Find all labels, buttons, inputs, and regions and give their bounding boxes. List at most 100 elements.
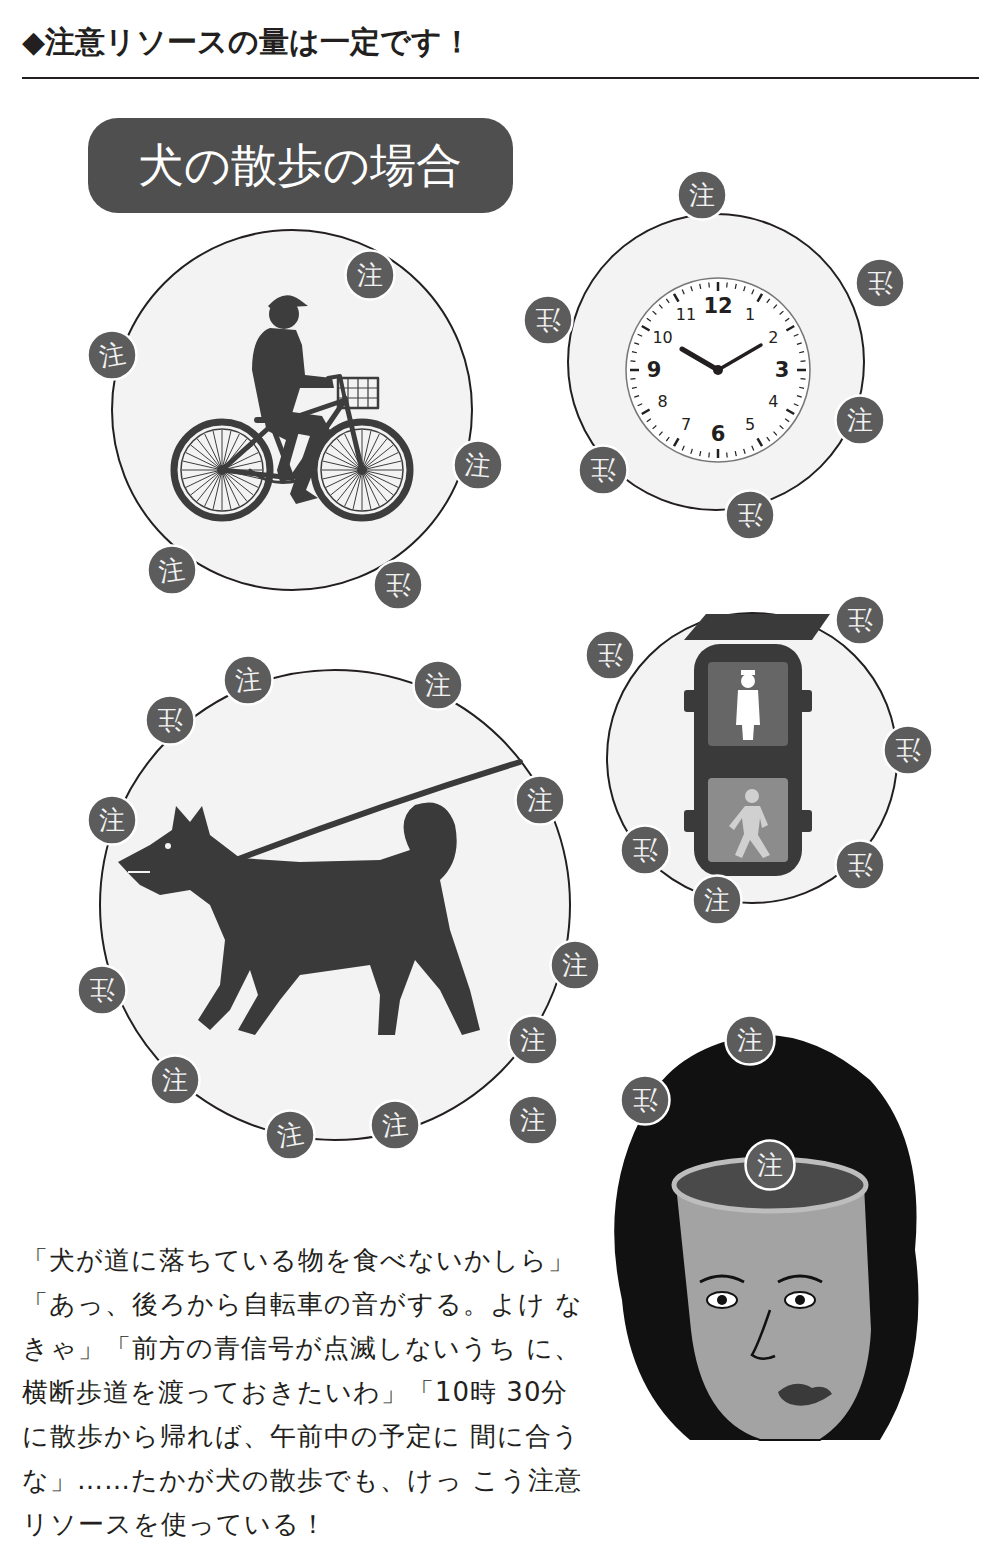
token-text: 注 (157, 555, 186, 584)
token-text: 注 (757, 1152, 783, 1178)
clock-tick (630, 360, 635, 362)
attention-token: 注 (369, 1099, 421, 1151)
title-rule (22, 77, 979, 79)
clock-tick (653, 426, 657, 429)
clock-number: 3 (775, 360, 790, 381)
clock-number: 10 (652, 330, 672, 346)
dog-scene (100, 670, 570, 1140)
clock-tick (797, 396, 802, 398)
attention-token: 注 (834, 394, 886, 446)
clock-tick (659, 305, 662, 309)
token-text: 注 (847, 407, 873, 433)
head-figure (614, 1035, 918, 1440)
clock-tick (767, 437, 770, 441)
attention-token: 注 (834, 839, 886, 891)
clock-tick (708, 282, 710, 287)
attention-token: 注 (854, 257, 906, 309)
clock-tick (634, 396, 639, 398)
clock-tick (780, 426, 784, 429)
clock-tick (717, 449, 720, 458)
attention-token: 注 (549, 939, 601, 991)
clock-tick (632, 352, 637, 353)
token-text: 注 (632, 837, 658, 863)
clock-number: 11 (676, 307, 696, 323)
clock-scene (568, 214, 864, 510)
token-text: 注 (737, 502, 763, 528)
attention-token: 注 (149, 1054, 201, 1106)
clock-tick (653, 311, 657, 314)
clock-tick (700, 451, 701, 456)
token-text: 注 (520, 1027, 546, 1053)
clock-tick (799, 352, 804, 353)
attention-token: 注 (676, 169, 728, 221)
attention-token: 注 (724, 489, 776, 541)
attention-token: 注 (372, 559, 424, 611)
clock-tick (726, 282, 728, 287)
attention-token: 注 (834, 594, 886, 646)
attention-token: 注 (412, 659, 464, 711)
token-text: 注 (97, 340, 127, 370)
clock-number: 8 (657, 394, 667, 410)
token-text: 注 (527, 787, 553, 813)
clock-tick (717, 282, 720, 291)
token-text: 注 (590, 457, 616, 483)
clock-tick (666, 437, 669, 441)
page-title: ◆注意リソースの量は一定です！ (22, 24, 472, 60)
token-text: 注 (520, 1107, 546, 1133)
attention-token: 注 (344, 249, 396, 301)
clock-tick (752, 446, 754, 451)
clock-tick (700, 284, 701, 289)
clock-tick (794, 334, 799, 336)
attention-token: 注 (86, 329, 138, 381)
clock-tick (666, 299, 669, 303)
clock-tick (638, 404, 643, 406)
token-text: 注 (737, 1027, 763, 1053)
clock-number: 4 (768, 394, 778, 410)
clock-number: 6 (711, 424, 726, 445)
clock-tick (682, 446, 684, 451)
token-text: 注 (689, 182, 715, 208)
clock-tick (674, 438, 679, 446)
token-text: 注 (562, 952, 588, 978)
token-text: 注 (99, 807, 125, 833)
clock-tick (630, 369, 639, 372)
clock-number: 1 (745, 307, 755, 323)
signal-scene (607, 613, 897, 903)
clock-tick (630, 378, 635, 380)
clock-tick (634, 343, 639, 345)
clock-number: 2 (768, 330, 778, 346)
token-text: 注 (381, 1111, 409, 1139)
clock-tick (758, 438, 763, 446)
clock-tick (632, 387, 637, 388)
attention-token: 注 (76, 964, 128, 1016)
attention-token: 注 (882, 724, 934, 776)
attention-token: 注 (744, 1139, 796, 1191)
clock-number: 9 (647, 360, 662, 381)
clock-tick (642, 326, 650, 331)
attention-token: 注 (507, 1014, 559, 1066)
token-text: 注 (847, 607, 873, 633)
token-text: 注 (425, 672, 451, 698)
clock-tick (682, 290, 684, 295)
token-text: 注 (597, 642, 623, 668)
clock-tick (801, 378, 806, 380)
token-text: 注 (234, 666, 262, 694)
clock-tick (735, 284, 736, 289)
heading-band: 犬の散歩の場合 (88, 118, 513, 213)
clock-tick (642, 410, 650, 415)
token-text: 注 (632, 1087, 658, 1113)
token-text: 注 (275, 1120, 305, 1150)
attention-token: 注 (264, 1109, 316, 1161)
clock-number: 7 (681, 417, 691, 433)
minute-hand (718, 345, 761, 370)
attention-token: 注 (724, 1014, 776, 1066)
clock-tick (758, 294, 763, 302)
attention-token: 注 (507, 1094, 559, 1146)
clock-tick (799, 387, 804, 388)
clock-tick (797, 369, 806, 372)
token-text: 注 (535, 307, 561, 333)
clock-tick (638, 334, 643, 336)
attention-token: 注 (584, 629, 636, 681)
